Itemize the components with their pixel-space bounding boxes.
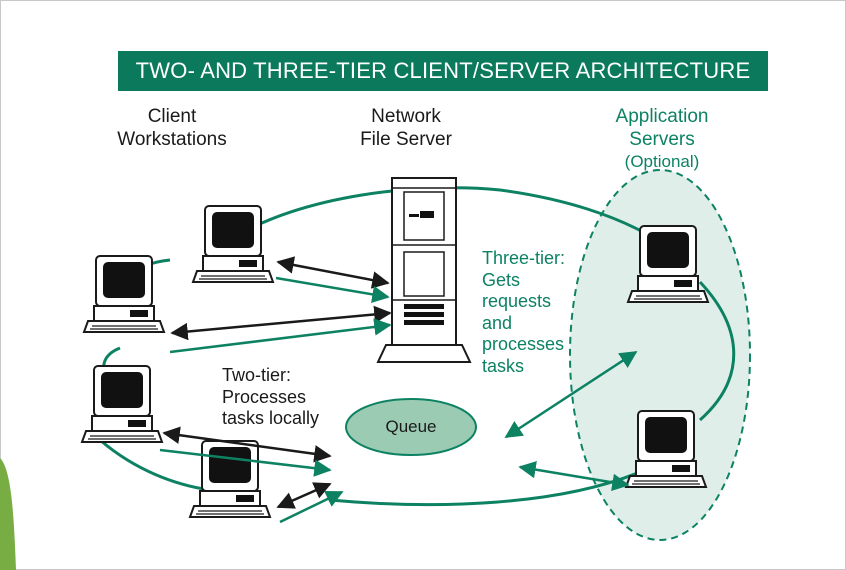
client-workstation-4: [189, 440, 271, 518]
file-server-tower: [376, 177, 472, 363]
application-server-2: [625, 410, 707, 488]
application-servers-label: Application Servers (Optional): [615, 106, 709, 171]
arrow-queue-appserver-2: [518, 460, 630, 492]
application-server-1: [627, 225, 709, 303]
network-file-server-label: Network File Server: [360, 106, 452, 150]
arrow-ws4-queue-black: [276, 482, 332, 509]
network-ring-top: [229, 186, 666, 247]
client-workstations-label: Client Workstations: [117, 106, 227, 150]
diagram-title: TWO- AND THREE-TIER CLIENT/SERVER ARCHIT…: [118, 51, 768, 91]
arrow-ws2-server-black: [170, 305, 392, 341]
arrow-queue-appserver-1: [504, 350, 638, 439]
network-ring-left-lower: [99, 438, 211, 492]
arrow-ws1-server-black: [276, 256, 390, 289]
arrow-ws1-server-green: [275, 276, 390, 303]
arrow-ws4-queue-green: [279, 490, 344, 524]
queue-ellipse: [345, 398, 477, 456]
two-tier-label: Two-tier: Processes tasks locally: [222, 365, 320, 429]
arrow-ws2-server-green: [169, 318, 392, 354]
three-tier-label: Three-tier: Gets requests and processes …: [482, 248, 566, 376]
client-workstation-3: [81, 365, 163, 443]
queue-label: Queue: [385, 417, 437, 436]
client-workstation-1: [192, 205, 274, 283]
arrow-ws3-queue-green: [159, 448, 332, 477]
network-ring-right: [698, 280, 736, 422]
arrow-ws3-queue-black: [162, 426, 332, 463]
edge-accent-shape: [0, 458, 16, 570]
client-workstation-2: [83, 255, 165, 333]
